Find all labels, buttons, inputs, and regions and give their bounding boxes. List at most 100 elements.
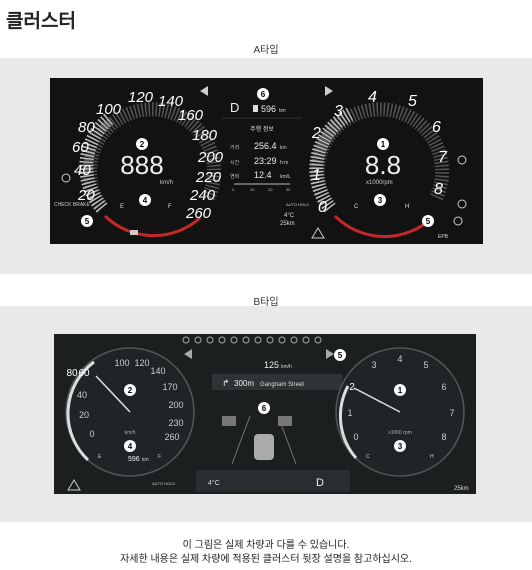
scale-tick-2: 20 bbox=[268, 187, 273, 192]
marker-2-b-text: 2 bbox=[128, 386, 133, 395]
marker-1-b-text: 1 bbox=[398, 386, 403, 395]
hw-left-120: 120 bbox=[128, 89, 154, 106]
rpm-tick-7: 7 bbox=[449, 408, 454, 418]
scale-tick-0: 0 bbox=[232, 187, 235, 192]
nav-distance: 300m bbox=[234, 379, 254, 388]
trip-value-1: 23:29 bbox=[254, 156, 277, 166]
temp-c-a: C bbox=[354, 204, 359, 210]
type-a-cluster: 2 888 km/h 4 E F 5 CHECK BRAKE 20 40 60 … bbox=[50, 78, 483, 244]
hw-left-200: 200 bbox=[197, 149, 224, 166]
range-b: 596 bbox=[128, 456, 140, 463]
hw-left-60: 60 bbox=[72, 139, 89, 156]
marker-3-b bbox=[394, 440, 406, 452]
info-title-a: 주행 정보 bbox=[250, 125, 274, 133]
rpm-arc-b bbox=[338, 385, 358, 459]
rpm-gauge-a bbox=[309, 102, 449, 239]
left-turn-icon-b bbox=[184, 349, 192, 359]
hw-right-3: 3 bbox=[334, 103, 343, 120]
hw-left-20: 20 bbox=[77, 187, 95, 204]
type-b-cluster: 0 20 40 60 80 100 120 140 170 200 230 26… bbox=[54, 334, 476, 494]
auto-hold-a: AUTO HOLD bbox=[286, 202, 309, 207]
warning-icon-b bbox=[67, 479, 81, 491]
nav-arrow-icon: ↱ bbox=[222, 378, 230, 388]
hw-left-100: 100 bbox=[96, 101, 122, 118]
scale-tick-1: 10 bbox=[250, 187, 255, 192]
hw-right-1: 1 bbox=[312, 167, 321, 184]
trip-label-0: 거리 bbox=[230, 144, 239, 151]
speed-tick-0: 0 bbox=[89, 429, 94, 439]
rpm-unit-b: x1000 rpm bbox=[388, 430, 412, 436]
warning-lights-row bbox=[182, 336, 322, 344]
range-unit-a: km bbox=[279, 108, 286, 114]
marker-5a-a-text: 5 bbox=[85, 217, 90, 226]
auto-hold-b: AUTO HOLD bbox=[152, 481, 175, 486]
cruise-unit-b: km/h bbox=[281, 364, 292, 370]
rpm-needle-b bbox=[353, 387, 401, 413]
trip-value-0: 256.4 bbox=[254, 141, 277, 151]
hw-right-8: 8 bbox=[434, 181, 443, 198]
speed-tick-260: 260 bbox=[164, 432, 179, 442]
marker-2-a bbox=[136, 138, 148, 150]
marker-2-a-text: 2 bbox=[140, 140, 145, 149]
fuel-icon-a bbox=[253, 105, 258, 112]
temp-a: 4°C bbox=[284, 213, 295, 219]
epb-a: EPB bbox=[438, 234, 449, 240]
speed-digits: 888 bbox=[120, 150, 163, 180]
cruise-speed-b: 125 bbox=[264, 360, 279, 370]
odo-a: 25km bbox=[280, 221, 295, 227]
hw-left-80: 80 bbox=[78, 119, 95, 136]
brake-text: CHECK BRAKE bbox=[54, 202, 91, 208]
hw-left-40: 40 bbox=[74, 162, 91, 179]
temp-h-b: H bbox=[430, 454, 434, 460]
marker-3-a bbox=[374, 194, 386, 206]
speed-tick-100: 100 bbox=[114, 358, 129, 368]
speed-gauge-a bbox=[79, 102, 221, 238]
hw-left-160: 160 bbox=[178, 107, 204, 124]
speed-tick-60: 60 bbox=[78, 368, 90, 379]
fuel-e-a: E bbox=[120, 204, 124, 210]
seatbelt-icon-a bbox=[457, 155, 467, 165]
page-title: 클러스터 bbox=[6, 11, 76, 32]
footer-line-2: 자세한 내용은 실제 차량에 적용된 클러스터 뒷장 설명을 참고하십시오. bbox=[120, 554, 412, 565]
marker-1-a bbox=[377, 138, 389, 150]
speed-unit-b: km/h bbox=[125, 430, 136, 436]
range-unit-b: km bbox=[142, 457, 149, 463]
hw-left-140: 140 bbox=[158, 93, 184, 110]
trip-value-2: 12.4 bbox=[254, 170, 272, 180]
front-car-left bbox=[222, 416, 236, 426]
front-car-right bbox=[278, 416, 292, 426]
speed-tick-120: 120 bbox=[134, 358, 149, 368]
gear-a: D bbox=[230, 100, 239, 115]
right-turn-icon-a bbox=[325, 86, 333, 96]
fuel-f-b: F bbox=[158, 454, 161, 460]
hw-right-4: 4 bbox=[368, 89, 377, 106]
rpm-tick-5: 5 bbox=[423, 360, 428, 370]
temp-b: 4°C bbox=[208, 479, 220, 487]
footer: 이 그림은 실제 차량과 다를 수 있습니다. 자세한 내용은 실제 차량에 적… bbox=[0, 539, 532, 567]
hw-left-220: 220 bbox=[195, 169, 222, 186]
warning-icon-a bbox=[311, 227, 325, 239]
marker-6-b bbox=[258, 402, 270, 414]
odo-b: 25km bbox=[454, 486, 469, 492]
marker-5a-a bbox=[81, 215, 93, 227]
rpm-tick-1: 1 bbox=[347, 408, 352, 418]
marker-1-a-text: 1 bbox=[381, 140, 386, 149]
rpm-tick-4: 4 bbox=[397, 354, 402, 364]
status-bar-b bbox=[196, 470, 350, 492]
own-car-icon bbox=[254, 434, 274, 460]
marker-5b-a-text: 5 bbox=[426, 217, 431, 226]
light-icon-a bbox=[61, 173, 71, 183]
rpm-tick-0: 0 bbox=[353, 432, 358, 442]
rpm-tick-8: 8 bbox=[441, 432, 446, 442]
marker-5b-a bbox=[422, 215, 434, 227]
hw-left-260: 260 bbox=[185, 205, 212, 222]
rpm-tick-2: 2 bbox=[349, 382, 355, 393]
car-icon-a bbox=[130, 230, 138, 235]
nav-street: Gangnam Street bbox=[260, 382, 304, 388]
footer-line-1: 이 그림은 실제 차량과 다를 수 있습니다. bbox=[182, 540, 350, 551]
speed-tick-200: 200 bbox=[168, 400, 183, 410]
marker-4-a bbox=[139, 194, 151, 206]
hw-right-7: 7 bbox=[438, 149, 448, 166]
range-a: 596 bbox=[261, 104, 276, 114]
hw-right-5: 5 bbox=[408, 93, 417, 110]
